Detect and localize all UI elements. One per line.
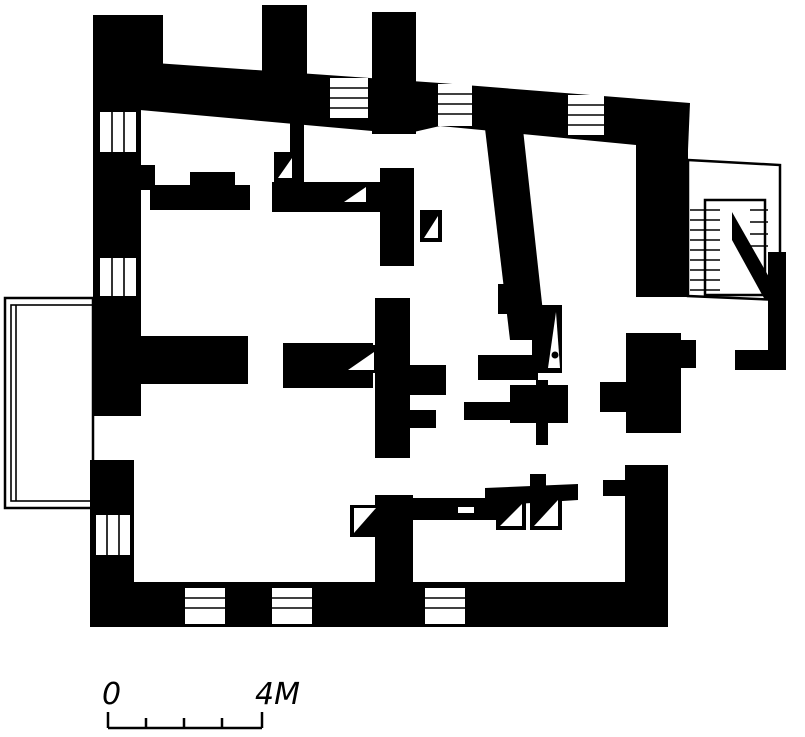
window-south-1 bbox=[185, 588, 225, 624]
center-block bbox=[478, 355, 538, 380]
scale-label-start: 0 bbox=[102, 677, 121, 712]
window-west-3 bbox=[96, 515, 130, 555]
partition-west-mid bbox=[136, 336, 248, 384]
window-north-2 bbox=[438, 84, 472, 126]
center-column bbox=[536, 380, 548, 445]
central-pier-arm-1 bbox=[404, 365, 446, 395]
stoves bbox=[274, 152, 562, 537]
east-stub-lower bbox=[603, 480, 633, 496]
window-south-3 bbox=[425, 588, 465, 624]
stove-1 bbox=[190, 172, 235, 192]
north-wall-east bbox=[440, 83, 690, 150]
window-openings bbox=[96, 78, 604, 624]
west-porch bbox=[3, 296, 95, 510]
south-wall bbox=[90, 582, 665, 627]
east-wall-upper bbox=[636, 103, 688, 297]
east-room-block-3 bbox=[678, 340, 696, 368]
central-pier-arm-2 bbox=[404, 410, 436, 428]
center-block-2 bbox=[464, 402, 514, 420]
west-wall-upper bbox=[93, 18, 141, 416]
east-room-block-2 bbox=[600, 382, 630, 412]
interior-walls bbox=[136, 115, 696, 585]
staircase bbox=[686, 158, 786, 370]
window-south-2 bbox=[272, 588, 312, 624]
partition-nw bbox=[140, 165, 155, 190]
scale-label-end: 4М bbox=[255, 677, 300, 712]
partition-center-top bbox=[380, 168, 414, 266]
east-room-block bbox=[626, 333, 681, 433]
block-center-a bbox=[498, 284, 528, 314]
north-chimney-1 bbox=[93, 15, 163, 70]
window-west-1 bbox=[100, 112, 136, 152]
scale-bar: 0 4М bbox=[102, 677, 300, 730]
diagonal-wall-north bbox=[484, 120, 546, 340]
window-west-2 bbox=[100, 258, 136, 296]
